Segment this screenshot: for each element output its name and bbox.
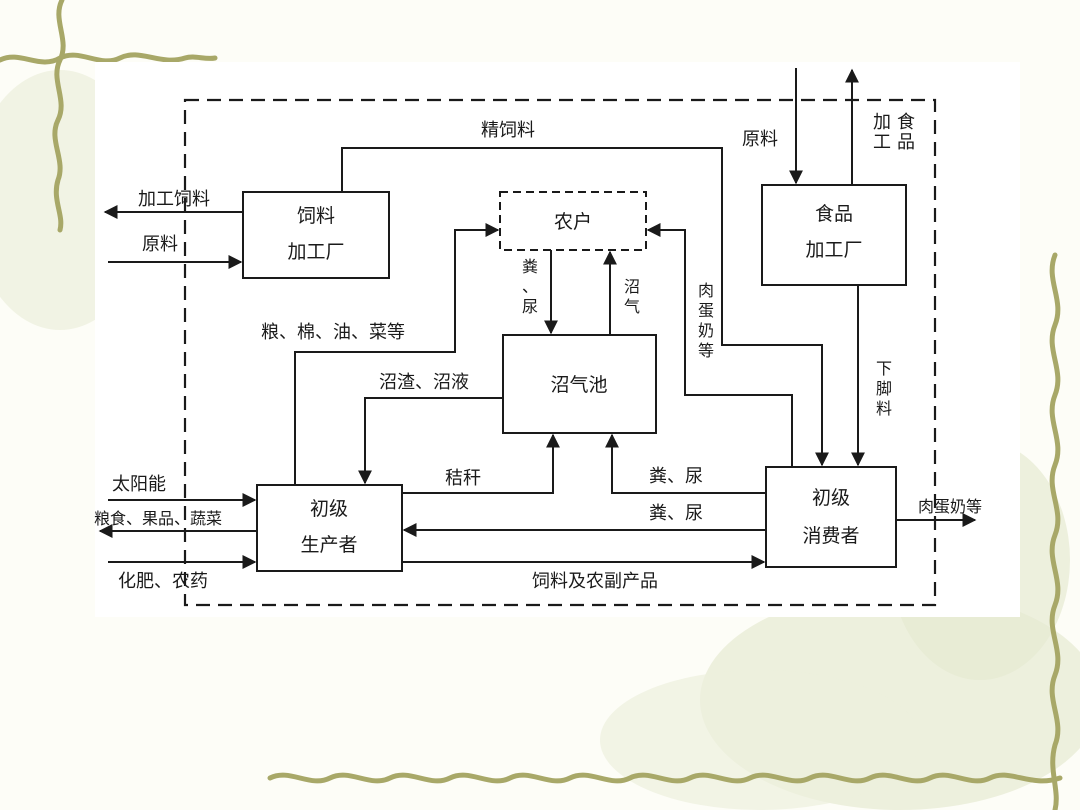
primary-producer-box: 初级 生产者 bbox=[257, 485, 402, 571]
processed-feed-label: 加工饲料 bbox=[138, 189, 210, 210]
raw-material-top-label: 原料 bbox=[742, 129, 778, 150]
farmer-manure-label: 粪、尿 bbox=[522, 257, 538, 316]
straw-label: 秸秆 bbox=[445, 468, 481, 489]
consumer-manure-label-2: 粪、尿 bbox=[649, 503, 703, 524]
grain-cotton-oil-label: 粮、棉、油、菜等 bbox=[261, 322, 405, 343]
feed-plant-box: 饲料 加工厂 bbox=[243, 192, 389, 278]
farmer-label: 农户 bbox=[554, 211, 592, 233]
processed-food-label: 加工食品 bbox=[873, 112, 915, 153]
residue-slurry-arrow bbox=[365, 398, 503, 483]
meat-egg-milk-vertical-label: 肉蛋奶等 bbox=[698, 281, 714, 360]
farmer-box: 农户 bbox=[500, 192, 646, 250]
biogas-gas-label: 沼气 bbox=[624, 277, 640, 316]
feed-plant-label-line1: 饲料 bbox=[297, 205, 335, 227]
solar-energy-label: 太阳能 bbox=[112, 474, 166, 495]
consumer-label-line2: 消费者 bbox=[802, 525, 859, 547]
feed-byproducts-label: 饲料及农副产品 bbox=[532, 571, 658, 592]
consumer-manure-label-1: 粪、尿 bbox=[649, 466, 703, 487]
food-plant-label-line1: 食品 bbox=[815, 203, 853, 225]
food-plant-box: 食品 加工厂 bbox=[762, 185, 906, 285]
biogas-label: 沼气池 bbox=[550, 374, 607, 396]
concentrate-feed-label: 精饲料 bbox=[481, 120, 535, 141]
leftovers-label: 下脚料 bbox=[876, 359, 892, 418]
producer-label-line2: 生产者 bbox=[300, 534, 357, 556]
feed-plant-label-line2: 加工厂 bbox=[287, 241, 344, 263]
primary-consumer-box: 初级 消费者 bbox=[766, 467, 896, 567]
grain-fruit-veg-label: 粮食、果品、蔬菜 bbox=[94, 509, 222, 528]
producer-label-line1: 初级 bbox=[310, 498, 348, 520]
biogas-digester-box: 沼气池 bbox=[503, 335, 656, 433]
consumer-label-line1: 初级 bbox=[812, 487, 850, 509]
raw-material-left-label: 原料 bbox=[142, 234, 178, 255]
food-plant-label-line2: 加工厂 bbox=[805, 239, 862, 261]
fertilizer-pesticide-label: 化肥、农药 bbox=[118, 571, 208, 592]
residue-slurry-label: 沼渣、沼液 bbox=[379, 372, 469, 393]
meat-egg-milk-out-label: 肉蛋奶等 bbox=[918, 497, 982, 516]
